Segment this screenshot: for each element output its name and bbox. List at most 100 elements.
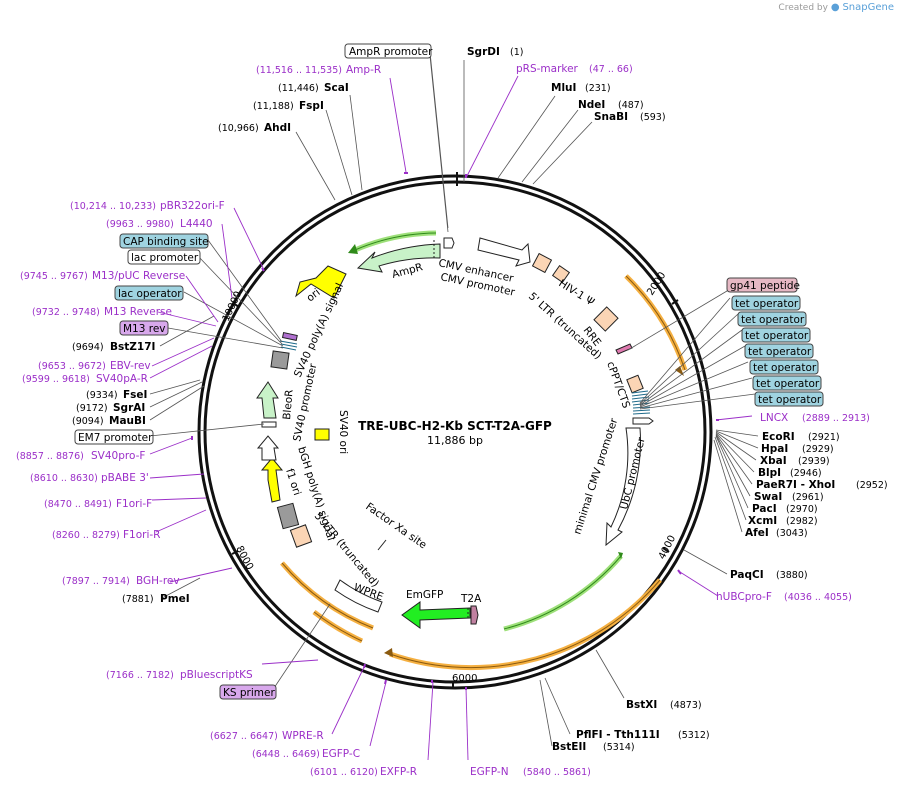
- primer-name: EBV-rev: [110, 360, 151, 372]
- primer-pos: (6627 .. 6647): [210, 731, 278, 742]
- gp41-box: gp41 peptide: [730, 280, 800, 292]
- highlight-arcs: [280, 230, 688, 671]
- tet-operator-box-2: tet operator: [741, 314, 805, 326]
- primer-pos: (7166 .. 7182): [106, 670, 174, 681]
- primer-name: WPRE-R: [282, 730, 324, 742]
- ori-arrow: [295, 265, 347, 299]
- site-name: BlpI: [758, 467, 781, 479]
- site-name: EcoRI: [762, 431, 795, 443]
- site-pos: (231): [585, 83, 611, 94]
- site-pos: (3880): [776, 570, 808, 581]
- site-pos: (5314): [603, 742, 635, 753]
- site-name: SgrDI: [467, 46, 500, 58]
- tick-2000: [671, 299, 679, 305]
- primer-pos: (7897 .. 7914): [62, 576, 130, 587]
- primer-name: L4440: [180, 218, 213, 230]
- primer-name: pBABE 3': [101, 472, 149, 484]
- primer-pos: (47 .. 66): [589, 64, 633, 75]
- hiv-psi-block: [551, 264, 571, 284]
- site-name: SgrAI: [113, 402, 145, 414]
- tet-operator-box-7: tet operator: [758, 394, 822, 406]
- site-pos: (487): [618, 100, 644, 111]
- watermark-brand: SnapGene: [842, 2, 894, 13]
- em7-promoter-box: EM7 promoter: [78, 432, 153, 444]
- minimal-cmv-label: minimal CMV promoter: [571, 416, 620, 536]
- green-arc-ubc: [503, 554, 623, 632]
- primer-name: F1ori-F: [116, 498, 152, 510]
- site-pos: (2961): [792, 492, 824, 503]
- tick-label-6000: 6000: [452, 673, 477, 684]
- site-pos: (4873): [670, 700, 702, 711]
- primer-pos: (8857 .. 8876): [16, 451, 84, 462]
- primer-name: LNCX: [760, 412, 788, 424]
- primer-pos: (2889 .. 2913): [802, 413, 870, 424]
- site-name: BstEII: [552, 741, 586, 753]
- emgfp-label: EmGFP: [406, 589, 443, 601]
- primer-name: pRS-marker: [516, 63, 579, 75]
- site-pos: (593): [640, 112, 666, 123]
- site-pos: (9172): [76, 403, 108, 414]
- factor-xa-mark: [377, 539, 387, 551]
- sv40-ori-block: [314, 428, 330, 441]
- tet-operator-box-1: tet operator: [735, 298, 799, 310]
- site-name: AfeI: [745, 527, 769, 539]
- site-name: NdeI: [578, 99, 605, 111]
- em7-promoter-block: [261, 421, 277, 428]
- site-pos: (10,966): [218, 123, 259, 134]
- f1-ori-label: f1 ori: [283, 467, 303, 497]
- primer-name: EGFP-N: [470, 766, 509, 778]
- site-pos: (5312): [678, 730, 710, 741]
- hiv-psi-label: HIV-1 Ψ: [556, 277, 596, 308]
- site-pos: (11,446): [278, 83, 319, 94]
- tick-10000: [232, 302, 240, 308]
- primer-pos: (6448 .. 6469): [252, 749, 320, 760]
- ltr3-block: [289, 524, 313, 548]
- site-pos: (2939): [798, 456, 830, 467]
- site-pos: (11,188): [253, 101, 294, 112]
- site-pos: (2929): [802, 444, 834, 455]
- primer-pos: (6101 .. 6120): [310, 767, 378, 778]
- primer-name: M13 Reverse: [104, 306, 172, 318]
- primer-pos: (8260 .. 8279): [52, 530, 120, 541]
- f1-ori-arrow: [260, 457, 284, 503]
- watermark-prefix: Created by: [778, 3, 828, 13]
- site-pos: (2982): [786, 516, 818, 527]
- lac-promoter-box: lac promoter: [131, 252, 199, 264]
- map-title: TRE-UBC-H2-Kb SCT-T2A-GFP: [358, 419, 552, 433]
- restriction-sites: SgrDI (1) MluI (231) NdeI (487) SnaBI (5…: [72, 46, 888, 753]
- primer-pos: (9653 .. 9672): [38, 361, 106, 372]
- site-name: PaqCI: [730, 569, 764, 581]
- site-name: PflFI - Tth111I: [576, 729, 660, 741]
- t2a-block: [470, 605, 479, 625]
- site-pos: (2946): [790, 468, 822, 479]
- primer-pos: (11,516 .. 11,535): [256, 65, 342, 76]
- factor-xa-label: Factor Xa site: [363, 501, 428, 552]
- site-pos: (9694): [72, 342, 104, 353]
- bleor-arrow: [256, 381, 279, 419]
- site-pos: (2970): [786, 504, 818, 515]
- tick-marks: [231, 172, 679, 688]
- m13-rev-block: [281, 331, 298, 341]
- site-name: SwaI: [754, 491, 782, 503]
- sv40-polya-block: [270, 350, 290, 370]
- lac-operator-box: lac operator: [118, 288, 182, 300]
- site-name: HpaI: [761, 443, 788, 455]
- map-length: 11,886 bp: [427, 434, 483, 447]
- primer-name: EGFP-C: [322, 748, 360, 760]
- tet-operator-box-5: tet operator: [753, 362, 817, 374]
- site-name: PmeI: [160, 593, 190, 605]
- primer-name: M13/pUC Reverse: [92, 270, 185, 282]
- leader-lines: [149, 51, 759, 747]
- ampr-arrow: [356, 243, 441, 273]
- primers: pRS-marker (47 .. 66) LNCX (2889 .. 2913…: [16, 63, 870, 778]
- primer-pos: (9732 .. 9748): [32, 307, 100, 318]
- t2a-label: T2A: [460, 593, 482, 605]
- primer-pos: (9599 .. 9618): [22, 374, 90, 385]
- minimal-cmv-block: [632, 417, 654, 425]
- primer-name: SV40pro-F: [91, 450, 145, 462]
- site-name: BstZ17I: [110, 341, 155, 353]
- site-name: MauBI: [109, 415, 146, 427]
- sv40-promoter-arrow: [256, 435, 280, 461]
- tet-operator-box-4: tet operator: [748, 346, 812, 358]
